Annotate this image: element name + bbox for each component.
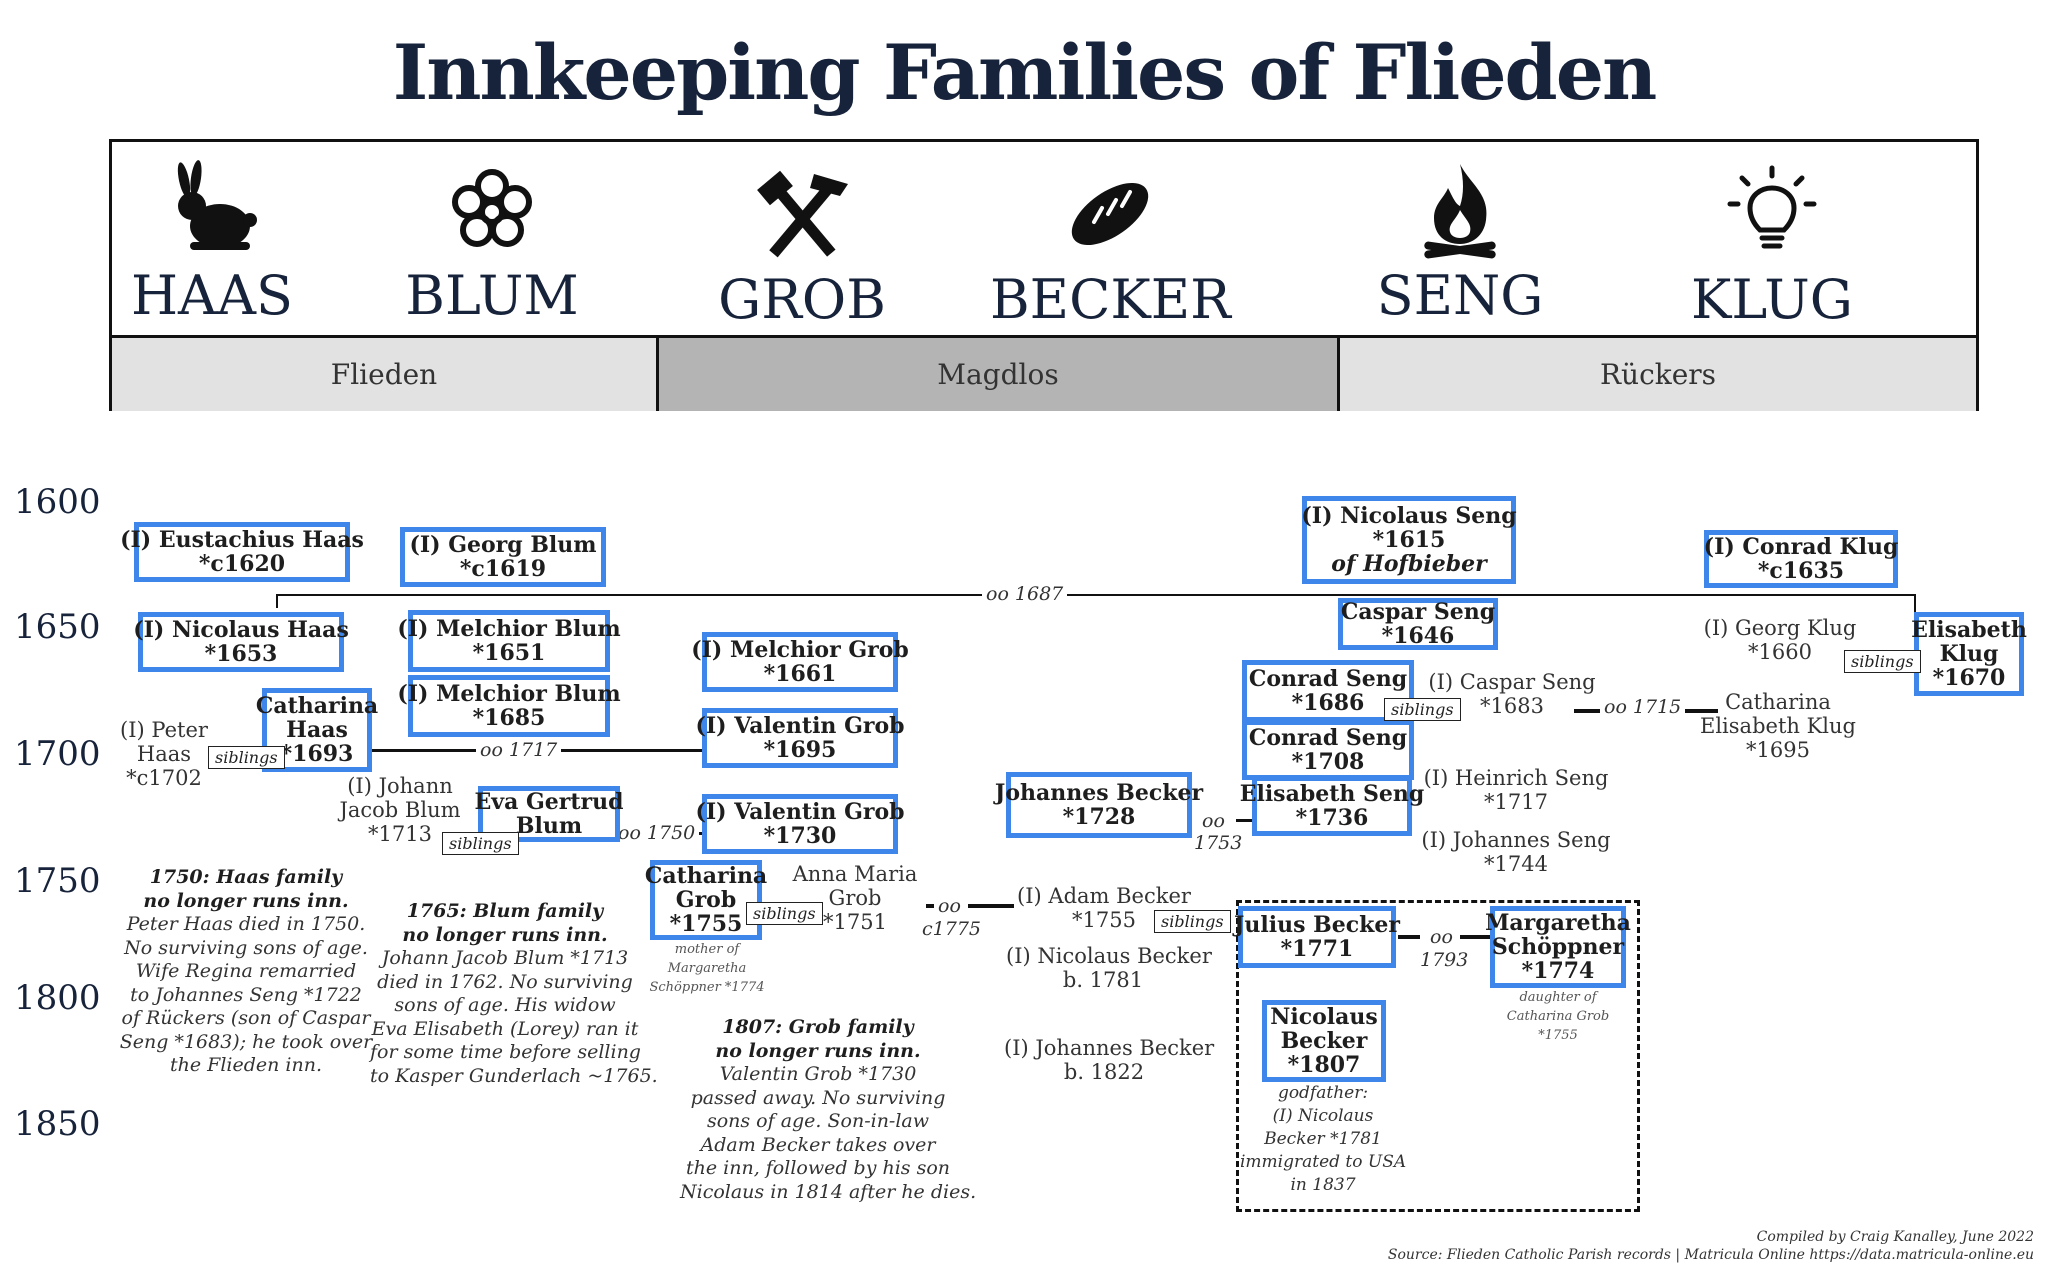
- marriage-label: oo: [1426, 926, 1457, 948]
- family-header: HAAS BLUM GROB BECKER: [109, 139, 1979, 411]
- person-label: (I) Johannes Seng*1744: [1421, 828, 1611, 876]
- marriage-label: oo 1715: [1600, 696, 1686, 718]
- siblings-tag: siblings: [208, 746, 285, 769]
- siblings-tag: siblings: [1154, 910, 1231, 933]
- family-haas: HAAS: [92, 160, 332, 327]
- marriage-line-1687: [276, 594, 1916, 596]
- marriage-label: c1775: [918, 918, 985, 940]
- flower-icon: [452, 169, 532, 247]
- family-becker: BECKER: [990, 164, 1231, 331]
- marriage-line-1753: [1236, 819, 1260, 822]
- siblings-tag: siblings: [746, 902, 823, 925]
- person-box: Johannes Becker*1728: [995, 772, 1203, 838]
- person-box: (I) Eustachius Haas*c1620: [120, 522, 364, 582]
- person-label: (I) Adam Becker*1755: [1017, 884, 1191, 932]
- marriage-label: oo 1687: [982, 583, 1068, 605]
- year-label: 1750: [14, 861, 101, 901]
- fire-icon: [1424, 164, 1496, 259]
- siblings-tag: siblings: [1384, 698, 1461, 721]
- connector-line: [1914, 594, 1916, 614]
- marriage-label: oo 1717: [476, 739, 562, 761]
- person-label: (I) Georg Klug*1660: [1703, 616, 1857, 664]
- page-title: Innkeeping Families of Flieden: [392, 28, 1658, 117]
- person-box: (I) Nicolaus Haas*1653: [133, 612, 349, 672]
- person-box: Caspar Seng*1646: [1338, 598, 1498, 650]
- family-klug: KLUG: [1652, 164, 1892, 331]
- village-magdlos: Magdlos: [656, 335, 1340, 411]
- marriage-label: oo: [1198, 810, 1229, 832]
- becker-group-box: [1236, 900, 1640, 1212]
- person-box: (I) Melchior Blum*1685: [397, 675, 621, 737]
- siblings-tag: siblings: [1844, 650, 1921, 673]
- person-box: Julius Becker*1771: [1234, 906, 1400, 968]
- marriage-line-1793: [1460, 935, 1492, 939]
- family-name: HAAS: [130, 264, 294, 327]
- family-name: BECKER: [990, 268, 1231, 331]
- year-label: 1700: [14, 734, 101, 774]
- bread-icon: [1071, 182, 1149, 246]
- family-grob: GROB: [682, 164, 922, 331]
- person-box: Elisabeth Seng*1736: [1240, 776, 1424, 836]
- rabbit-icon: [177, 160, 257, 250]
- connector-line: [276, 594, 278, 608]
- person-box: Conrad Seng*1686: [1242, 660, 1414, 722]
- person-label: (I) Heinrich Seng*1717: [1423, 766, 1609, 814]
- year-label: 1850: [14, 1104, 101, 1144]
- person-box: (I) Valentin Grob*1695: [695, 708, 905, 768]
- person-box: (I) Valentin Grob*1730: [695, 794, 905, 854]
- village-rueckers: Rückers: [1340, 335, 1976, 411]
- marriage-line-1793: [1398, 935, 1420, 939]
- marriage-label: oo: [934, 895, 965, 917]
- family-seng: SENG: [1340, 160, 1580, 327]
- person-box: (I) Melchior Blum*1651: [397, 610, 621, 672]
- person-box: (I) Conrad Klug*c1635: [1704, 530, 1898, 588]
- family-name: SENG: [1376, 264, 1544, 327]
- marriage-label: 1753: [1190, 832, 1247, 854]
- hammer-pick-icon: [757, 170, 848, 258]
- siblings-tag: siblings: [442, 832, 519, 855]
- family-blum: BLUM: [372, 160, 612, 327]
- family-name: BLUM: [405, 264, 579, 327]
- marriage-label: 1793: [1416, 949, 1473, 971]
- marriage-line-1715: [1574, 709, 1600, 713]
- year-label: 1800: [14, 978, 101, 1018]
- person-box: Conrad Seng*1708: [1242, 720, 1414, 780]
- person-box: (I) Melchior Grob*1661: [691, 632, 909, 692]
- lightbulb-icon: [1727, 165, 1817, 249]
- family-name: KLUG: [1691, 268, 1853, 331]
- year-label: 1650: [14, 607, 101, 647]
- marriage-label: oo 1750: [614, 822, 700, 844]
- year-label: 1600: [14, 482, 101, 522]
- person-label: (I) Caspar Seng*1683: [1428, 670, 1596, 718]
- marriage-line-1715: [1682, 709, 1718, 713]
- village-flieden: Flieden: [112, 335, 656, 411]
- family-name: GROB: [718, 268, 886, 331]
- person-box: (I) Georg Blum*c1619: [400, 527, 606, 587]
- marriage-line-1775: [968, 904, 1014, 908]
- credit-footer: Compiled by Craig Kanalley, June 2022 So…: [1387, 1229, 2034, 1263]
